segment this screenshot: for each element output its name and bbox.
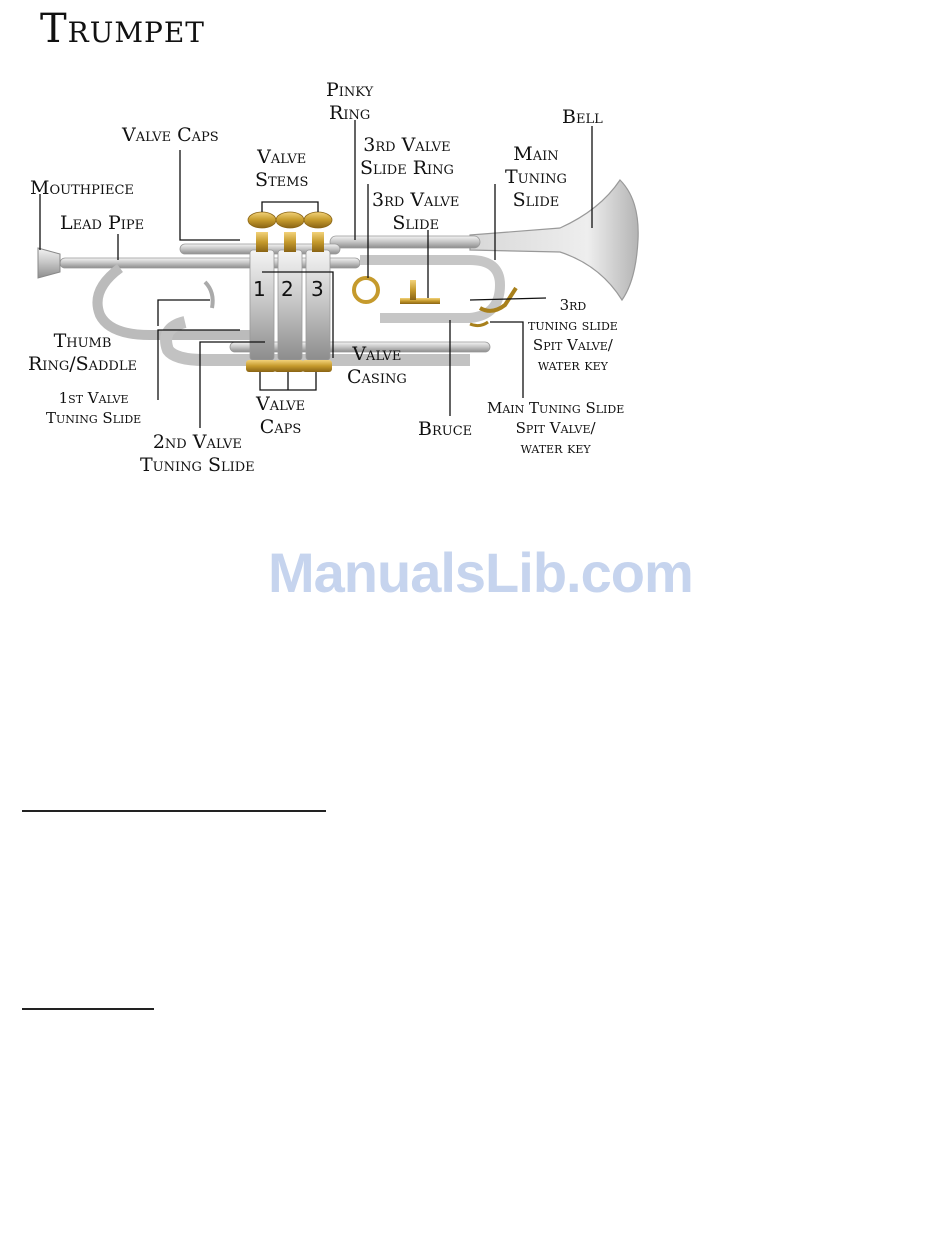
mouthpiece-shape <box>38 248 60 278</box>
label-lead-pipe: Lead Pipe <box>60 212 144 235</box>
label-thumb-ring-saddle: Thumb Ring/Saddle <box>28 330 137 376</box>
label-bell: Bell <box>562 106 603 129</box>
label-main-tuning-slide-spit-valve: Main Tuning Slide Spit Valve/ water key <box>487 398 624 458</box>
label-valve-stems: Valve Stems <box>255 146 308 192</box>
label-third-valve-slide-ring: 3rd Valve Slide Ring <box>360 134 454 180</box>
upper-tube-shape <box>330 236 480 248</box>
label-third-tuning-slide-spit-valve: 3rd tuning slide Spit Valve/ water key <box>528 295 618 375</box>
watermark: ManualsLib.com <box>268 540 693 605</box>
label-valve-caps-bottom: Valve Caps <box>256 393 305 439</box>
horizontal-rule-short <box>22 1008 154 1010</box>
third-valve-slide-ring-shape <box>354 278 378 302</box>
label-mouthpiece: Mouthpiece <box>30 177 134 200</box>
label-valve-caps-top: Valve Caps <box>122 124 219 147</box>
horizontal-rule-long <box>22 810 326 812</box>
label-first-valve-tuning-slide: 1st Valve Tuning Slide <box>46 388 141 428</box>
page-title: Trumpet <box>40 6 205 52</box>
label-second-valve-tuning-slide: 2nd Valve Tuning Slide <box>140 431 255 477</box>
label-main-tuning-slide: Main Tuning Slide <box>505 143 567 212</box>
valve-casing-3 <box>306 250 330 360</box>
valve-casing-1 <box>250 250 274 360</box>
valve-casing-2 <box>278 250 302 360</box>
label-bruce: Bruce <box>418 418 472 441</box>
valve-number-3: 3 <box>311 277 324 301</box>
label-valve-casing: Valve Casing <box>347 343 407 389</box>
valve-number-2: 2 <box>281 277 294 301</box>
valve-number-1: 1 <box>253 277 266 301</box>
label-pinky-ring: Pinky Ring <box>326 79 373 125</box>
valve-number-labels: 1 2 3 <box>253 277 324 301</box>
label-third-valve-slide: 3rd Valve Slide <box>372 189 459 235</box>
